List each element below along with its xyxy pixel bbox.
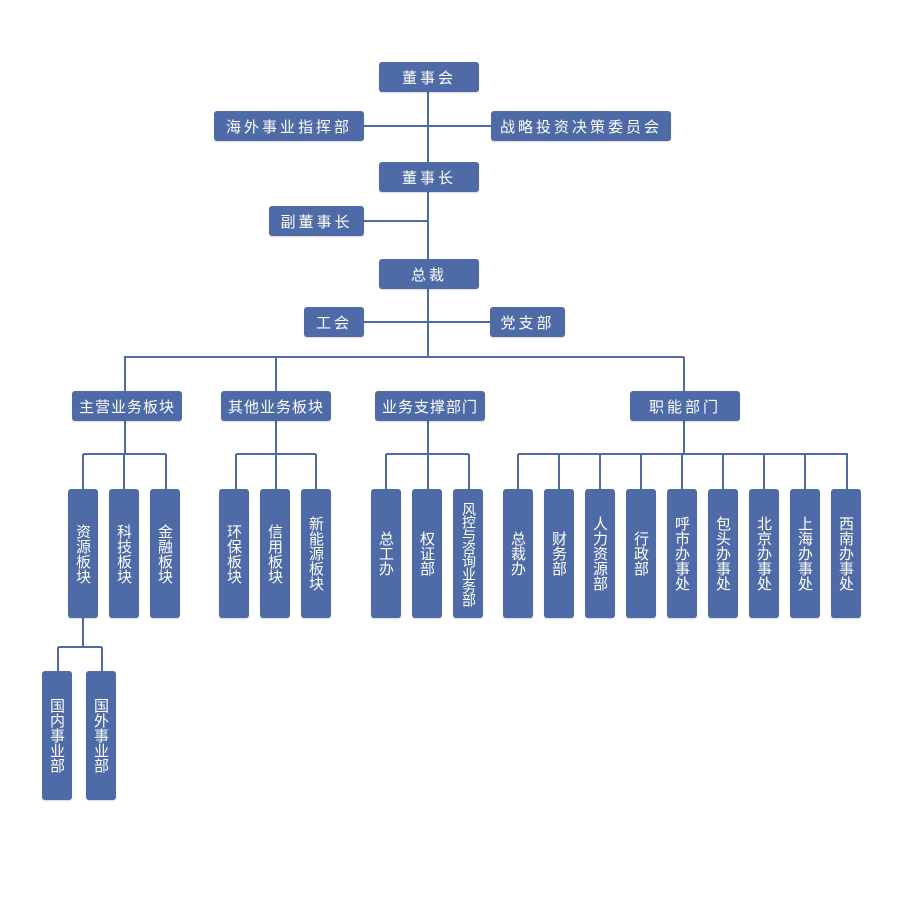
node-chairman: 董事长 (379, 162, 479, 192)
node-technology: 科技板块 (109, 489, 139, 618)
node-overseas-command: 海外事业指挥部 (214, 111, 364, 141)
node-risk-consulting: 风控与咨询业务部 (453, 489, 483, 618)
node-board: 董事会 (379, 62, 479, 92)
node-credit: 信用板块 (260, 489, 290, 618)
node-president: 总裁 (379, 259, 479, 289)
node-union: 工会 (304, 307, 364, 337)
node-main-business: 主营业务板块 (72, 391, 182, 421)
node-baotou-office: 包头办事处 (708, 489, 738, 618)
node-overseas-business: 国外事业部 (86, 671, 116, 800)
node-beijing-office: 北京办事处 (749, 489, 779, 618)
node-hr: 人力资源部 (585, 489, 615, 618)
node-southwest-office: 西南办事处 (831, 489, 861, 618)
node-chief-engineer-office: 总工办 (371, 489, 401, 618)
node-new-energy: 新能源板块 (301, 489, 331, 618)
node-party-branch: 党支部 (490, 307, 565, 337)
node-president-office: 总裁办 (503, 489, 533, 618)
node-other-business: 其他业务板块 (221, 391, 331, 421)
node-finance: 金融板块 (150, 489, 180, 618)
node-admin: 行政部 (626, 489, 656, 618)
node-hohhot-office: 呼市办事处 (667, 489, 697, 618)
node-resources: 资源板块 (68, 489, 98, 618)
node-vice-chairman: 副董事长 (269, 206, 364, 236)
node-functional-depts: 职能部门 (630, 391, 740, 421)
node-environmental: 环保板块 (219, 489, 249, 618)
node-finance-dept: 财务部 (544, 489, 574, 618)
node-title-certificate: 权证部 (412, 489, 442, 618)
node-strategy-committee: 战略投资决策委员会 (491, 111, 671, 141)
node-business-support: 业务支撑部门 (375, 391, 485, 421)
node-domestic-business: 国内事业部 (42, 671, 72, 800)
node-shanghai-office: 上海办事处 (790, 489, 820, 618)
